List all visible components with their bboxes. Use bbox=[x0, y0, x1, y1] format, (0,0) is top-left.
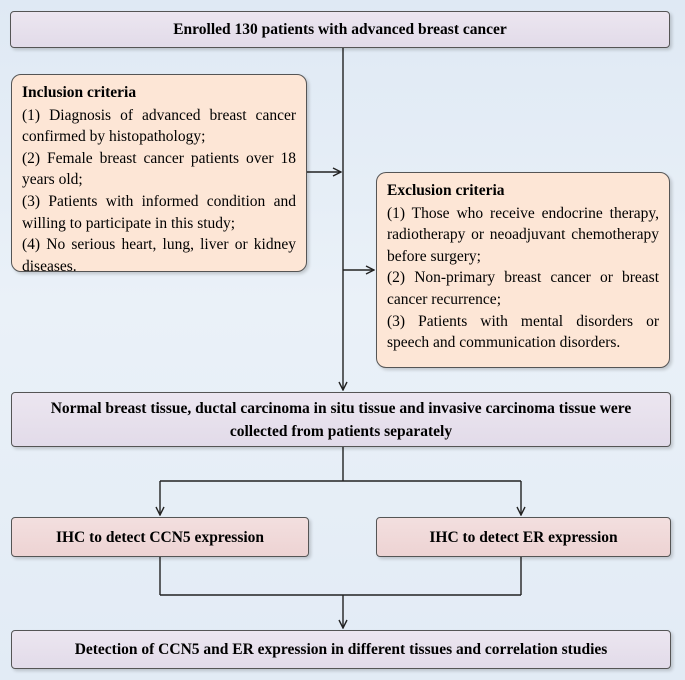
ihc-ccn5-text: IHC to detect CCN5 expression bbox=[55, 528, 265, 546]
exclusion-item: (2) Non-primary breast cancer or breast … bbox=[387, 269, 659, 308]
collection-box: Normal breast tissue, ductal carcinoma i… bbox=[11, 392, 671, 447]
inclusion-item: (1) Diagnosis of advanced breast cancer … bbox=[22, 106, 296, 146]
exclusion-item: (1) Those who receive endocrine therapy,… bbox=[387, 204, 659, 265]
ihc-er-text: IHC to detect ER expression bbox=[429, 528, 618, 546]
detection-text: Detection of CCN5 and ER expression in d… bbox=[74, 641, 608, 658]
ihc-ccn5-box: IHC to detect CCN5 expression bbox=[11, 517, 309, 557]
inclusion-item: (4) No serious heart, lung, liver or kid… bbox=[22, 236, 296, 275]
exclusion-item: (3) Patients with mental disorders or sp… bbox=[387, 312, 659, 352]
detection-box: Detection of CCN5 and ER expression in d… bbox=[11, 630, 671, 669]
enrolled-box: Enrolled 130 patients with advanced brea… bbox=[10, 11, 670, 48]
exclusion-criteria-box: Exclusion criteria (1) Those who receive… bbox=[376, 172, 670, 368]
enrolled-text: Enrolled 130 patients with advanced brea… bbox=[173, 21, 507, 38]
inclusion-title: Inclusion criteria bbox=[22, 84, 137, 101]
inclusion-item: (2) Female breast cancer patients over 1… bbox=[22, 149, 296, 189]
exclusion-title: Exclusion criteria bbox=[387, 182, 505, 199]
collection-text: Normal breast tissue, ductal carcinoma i… bbox=[50, 399, 632, 440]
inclusion-item: (3) Patients with informed condition and… bbox=[22, 192, 296, 232]
inclusion-criteria-box: Inclusion criteria (1) Diagnosis of adva… bbox=[11, 74, 307, 275]
ihc-er-box: IHC to detect ER expression bbox=[376, 517, 671, 557]
